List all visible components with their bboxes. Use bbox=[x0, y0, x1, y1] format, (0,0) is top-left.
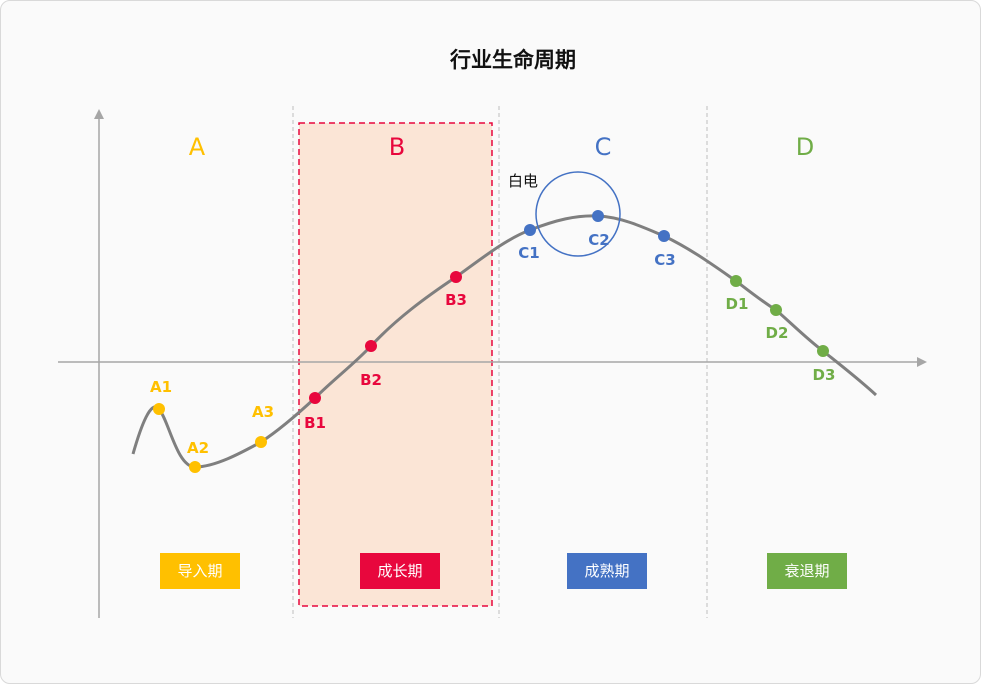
phase-letter-c: C bbox=[595, 133, 612, 161]
point-b3 bbox=[450, 271, 462, 283]
annotation-text: 白电 bbox=[508, 172, 538, 190]
point-d1 bbox=[730, 275, 742, 287]
lifecycle-curve bbox=[131, 214, 878, 469]
point-label-a3: A3 bbox=[252, 403, 274, 421]
stage-box-maturity bbox=[567, 553, 647, 589]
point-label-b1: B1 bbox=[304, 414, 326, 432]
point-c3 bbox=[658, 230, 670, 242]
point-a2 bbox=[189, 461, 201, 473]
stage-label-growth: 成长期 bbox=[377, 562, 422, 580]
phase-letter-a: A bbox=[189, 133, 206, 161]
diagram-title: 行业生命周期 bbox=[449, 48, 576, 72]
stage-label-maturity: 成熟期 bbox=[584, 562, 629, 580]
point-a3 bbox=[255, 436, 267, 448]
highlight-circle bbox=[535, 171, 621, 257]
point-b1 bbox=[309, 392, 321, 404]
point-c2 bbox=[592, 210, 604, 222]
point-label-a2: A2 bbox=[187, 439, 209, 457]
point-b2 bbox=[365, 340, 377, 352]
phase-letter-b: B bbox=[389, 133, 405, 161]
point-c1 bbox=[524, 224, 536, 236]
point-label-d2: D2 bbox=[766, 324, 789, 342]
point-label-c2: C2 bbox=[588, 231, 609, 249]
growth-phase-highlight bbox=[298, 122, 493, 607]
stage-box-growth bbox=[360, 553, 440, 589]
point-label-d1: D1 bbox=[726, 295, 749, 313]
stage-label-decline: 衰退期 bbox=[784, 562, 829, 580]
stage-label-intro: 导入期 bbox=[177, 562, 222, 580]
point-label-b3: B3 bbox=[445, 291, 467, 309]
point-label-a1: A1 bbox=[150, 378, 172, 396]
stage-box-intro bbox=[160, 553, 240, 589]
point-label-c1: C1 bbox=[518, 244, 539, 262]
point-a1 bbox=[153, 403, 165, 415]
point-label-c3: C3 bbox=[654, 251, 675, 269]
point-label-d3: D3 bbox=[813, 366, 836, 384]
stage-box-decline bbox=[767, 553, 847, 589]
point-d3 bbox=[817, 345, 829, 357]
point-d2 bbox=[770, 304, 782, 316]
phase-letter-d: D bbox=[796, 133, 814, 161]
point-label-b2: B2 bbox=[360, 371, 382, 389]
